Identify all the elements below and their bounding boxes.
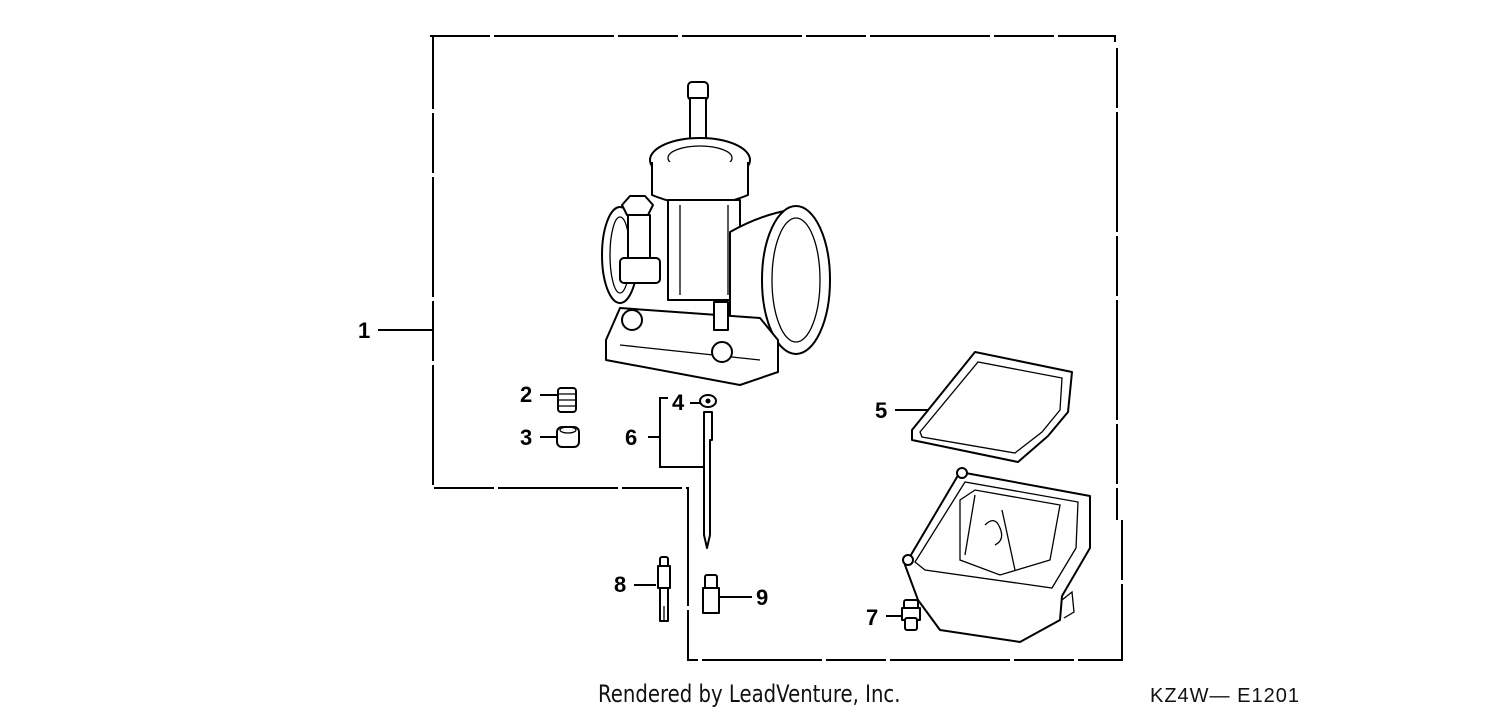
spring-icon[interactable]: 2	[520, 382, 577, 413]
float-chamber-icon[interactable]	[902, 467, 1091, 643]
float-chamber-gasket-icon[interactable]: 5	[875, 351, 1073, 463]
main-jet-icon[interactable]: 9	[702, 574, 768, 614]
needle-clip-icon[interactable]: 4	[672, 390, 717, 415]
kit-boundary	[430, 35, 1123, 661]
callout-2-label: 2	[520, 382, 532, 407]
jet-needle-icon[interactable]: 6	[625, 397, 713, 549]
footer-credit: Rendered by LeadVenture, Inc.	[598, 680, 901, 708]
callout-1[interactable]: 1	[358, 318, 433, 343]
diagram-code: KZ4W— E1201	[1150, 685, 1300, 707]
pilot-jet-icon[interactable]: 8	[614, 556, 671, 622]
rubber-cap-icon[interactable]: 3	[520, 425, 580, 450]
callout-7-label: 7	[866, 605, 878, 630]
callout-3-label: 3	[520, 425, 532, 450]
callout-6-label: 6	[625, 425, 637, 450]
callout-9-label: 9	[756, 585, 768, 610]
carburetor-body-icon[interactable]	[601, 81, 831, 386]
drain-screw-icon[interactable]: 7	[866, 599, 921, 631]
callout-1-label: 1	[358, 318, 370, 343]
callout-5-label: 5	[875, 398, 887, 423]
callout-8-label: 8	[614, 572, 626, 597]
callout-4-label: 4	[672, 390, 685, 415]
